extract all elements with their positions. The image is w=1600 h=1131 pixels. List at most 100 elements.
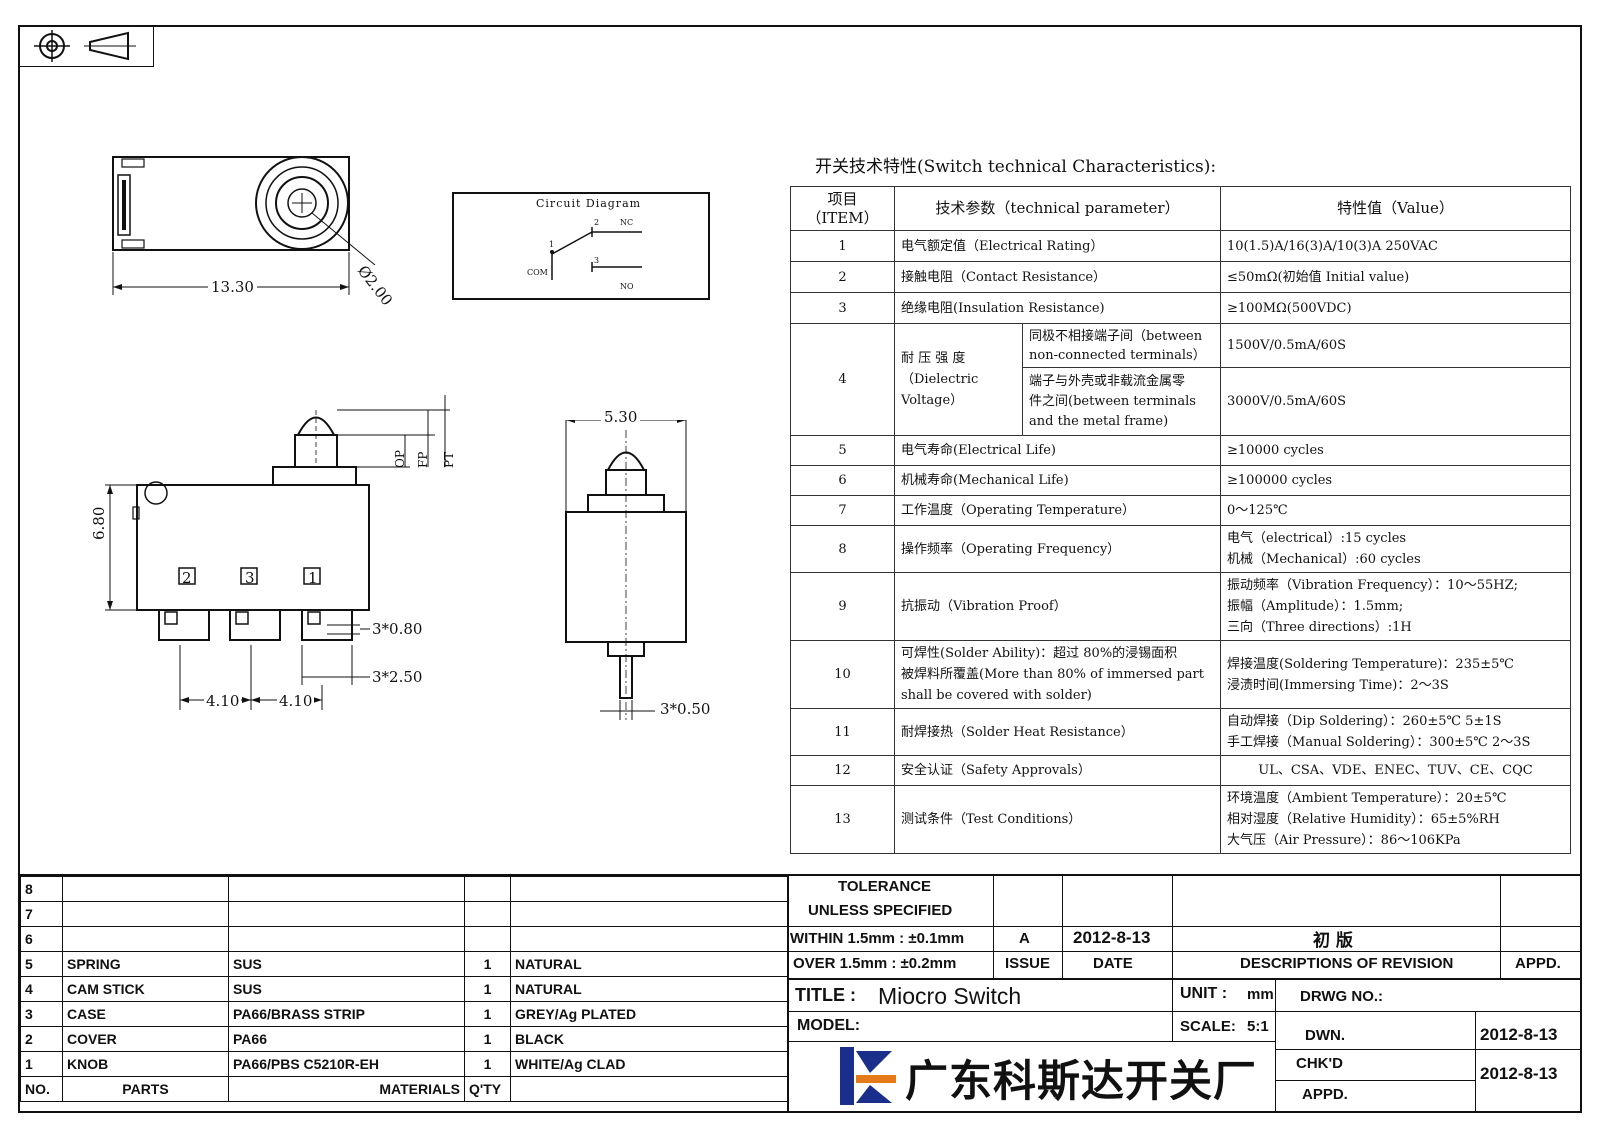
date-header: DATE <box>1093 955 1133 972</box>
dim-terminal-thickness-label: 3*0.80 <box>372 620 423 638</box>
parts-finish: NATURAL <box>510 951 788 977</box>
spec-value-6: ≥100000 cycles <box>1220 465 1572 496</box>
title-block <box>18 874 1582 1113</box>
revision-description-value: 初 版 <box>1313 931 1353 951</box>
spec-item-5: 5 <box>790 435 895 466</box>
side-view-drawing <box>565 420 687 720</box>
revision-description-header: DESCRIPTIONS OF REVISION <box>1240 955 1454 972</box>
spec-param-10-line-2: 被焊料所覆盖(More than 80% of immersed part <box>901 667 1204 682</box>
spec-item-12: 12 <box>790 755 895 786</box>
parts-header-no: NO. <box>20 1076 63 1102</box>
spec-value-3: ≥100MΩ(500VDC) <box>1220 292 1572 324</box>
spec-item-7: 7 <box>790 495 895 526</box>
parts-material: SUS <box>228 951 465 977</box>
spec-param-10-line-1: 可焊性(Solder Ability)：超过 80%的浸锡面积 <box>901 646 1178 661</box>
parts-name: KNOB <box>62 1051 229 1077</box>
tb-line <box>787 1011 1582 1012</box>
parts-no: 6 <box>20 926 63 952</box>
spec-value-10: 焊接温度(Soldering Temperature)：235±5℃ 浸渍时间(… <box>1220 640 1572 709</box>
circuit-diagram <box>452 192 710 300</box>
spec-header-value: 特性值（Value） <box>1220 186 1572 231</box>
parts-name: SPRING <box>62 951 229 977</box>
model-label: MODEL: <box>797 1017 861 1034</box>
spec-value-1: 10(1.5)A/16(3)A/10(3)A 250VAC <box>1220 230 1572 262</box>
parts-qty: 1 <box>464 951 511 977</box>
parts-row: 8 <box>20 876 788 902</box>
parts-finish <box>510 926 788 952</box>
dim-side-width-label: 5.30 <box>601 408 641 426</box>
spec-header-item: 项目 （ITEM） <box>790 186 895 231</box>
spec-value-12: UL、CSA、VDE、ENEC、TUV、CE、CQC <box>1220 755 1572 786</box>
parts-no: 1 <box>20 1051 63 1077</box>
spec-value-11: 自动焊接（Dip Soldering）：260±5℃ 5±1S 手工焊接（Man… <box>1220 708 1572 756</box>
tolerance-over: OVER 1.5mm : ±0.2mm <box>793 955 957 972</box>
drawing-sheet-border <box>18 25 1582 1113</box>
spec-value-13-line-3: 大气压（Air Pressure）：86～106KPa <box>1227 833 1461 848</box>
spec-value-13-line-2: 相对湿度（Relative Humidity）：65±5%RH <box>1227 812 1500 827</box>
parts-finish <box>510 901 788 927</box>
spec-param-9: 抗振动（Vibration Proof） <box>893 572 1222 641</box>
spec-table: 项目 （ITEM） 技术参数（technical parameter） 特性值（… <box>790 186 1572 854</box>
dim-side-pin-label: 3*0.50 <box>660 700 711 718</box>
tb-line <box>1275 1080 1475 1081</box>
spec-item-3: 3 <box>790 292 895 324</box>
spec-value-10-line-1: 焊接温度(Soldering Temperature)：235±5℃ <box>1227 656 1514 672</box>
spec-value-8-line-1: 电气（electrical）:15 cycles <box>1227 531 1407 546</box>
spec-param-7: 工作温度（Operating Temperature） <box>893 495 1222 526</box>
terminal-label-3: 3 <box>245 569 255 587</box>
spec-item-2: 2 <box>790 261 895 293</box>
circuit-title: Circuit Diagram <box>536 197 642 210</box>
tolerance-label: TOLERANCE <box>838 878 932 895</box>
spec-param-10: 可焊性(Solder Ability)：超过 80%的浸锡面积 被焊料所覆盖(M… <box>893 640 1222 709</box>
spec-param-8: 操作频率（Operating Frequency） <box>893 525 1222 573</box>
parts-qty: 1 <box>464 1001 511 1027</box>
parts-name <box>62 876 229 902</box>
spec-header-param: 技术参数（technical parameter） <box>893 186 1222 231</box>
tb-line <box>787 951 1582 952</box>
spec-param-13: 测试条件（Test Conditions） <box>893 785 1222 854</box>
parts-no: 8 <box>20 876 63 902</box>
circuit-label-t2: 2 <box>594 218 600 227</box>
spec-param-1: 电气额定值（Electrical Rating） <box>893 230 1222 262</box>
parts-finish: GREY/Ag PLATED <box>510 1001 788 1027</box>
spec-item-8: 8 <box>790 525 895 573</box>
parts-header-part: PARTS <box>62 1076 229 1102</box>
circuit-label-t3: 3 <box>594 256 600 265</box>
dim-height-label: 6.80 <box>90 506 108 540</box>
spec-value-13-line-1: 环境温度（Ambient Temperature）：20±5℃ <box>1227 791 1507 806</box>
spec-param-4-sub1: 同极不相接端子间（between non-connected terminals… <box>1021 323 1222 368</box>
spec-param-4-sub2: 端子与外壳或非载流金属零 件之间(between terminals and t… <box>1021 367 1222 436</box>
parts-header-qty: Q'TY <box>464 1076 511 1102</box>
spec-value-5: ≥10000 cycles <box>1220 435 1572 466</box>
spec-value-9-line-3: 三向（Three directions）:1H <box>1227 620 1412 635</box>
unless-specified-label: UNLESS SPECIFIED <box>808 902 953 919</box>
spec-param-6: 机械寿命(Mechanical Life) <box>893 465 1222 496</box>
parts-qty: 1 <box>464 1051 511 1077</box>
parts-row: 7 <box>20 901 788 927</box>
spec-item-10: 10 <box>790 640 895 709</box>
company-logo-icon <box>840 1047 896 1105</box>
tb-line <box>787 978 1582 980</box>
spec-item-11: 11 <box>790 708 895 756</box>
parts-qty <box>464 926 511 952</box>
date-value: 2012-8-13 <box>1073 928 1151 947</box>
dim-terminal-width-label: 3*2.50 <box>372 668 423 686</box>
parts-material <box>228 876 465 902</box>
drawn-date: 2012-8-13 <box>1480 1025 1558 1044</box>
dim-pitch-2-label: 4.10 <box>277 692 315 710</box>
spec-value-8: 电气（electrical）:15 cycles 机械（Mechanical）:… <box>1220 525 1572 573</box>
spec-param-4: 耐 压 强 度 （Dielectric Voltage） <box>894 323 1023 436</box>
issue-value: A <box>1019 930 1030 947</box>
parts-finish: BLACK <box>510 1026 788 1052</box>
terminal-label-2: 2 <box>182 569 192 587</box>
scale-label: SCALE: <box>1180 1018 1236 1035</box>
approved-label: APPD. <box>1302 1086 1348 1103</box>
spec-value-11-line-2: 手工焊接（Manual Soldering）：300±5℃ 2～3S <box>1227 735 1531 750</box>
spec-title: 开关技术特性(Switch technical Characteristics)… <box>815 157 1217 177</box>
title-value: Miocro Switch <box>878 983 1022 1009</box>
spec-value-8-line-2: 机械（Mechanical）:60 cycles <box>1227 552 1421 567</box>
tb-line <box>1475 1011 1476 1113</box>
tb-line <box>1500 876 1501 978</box>
